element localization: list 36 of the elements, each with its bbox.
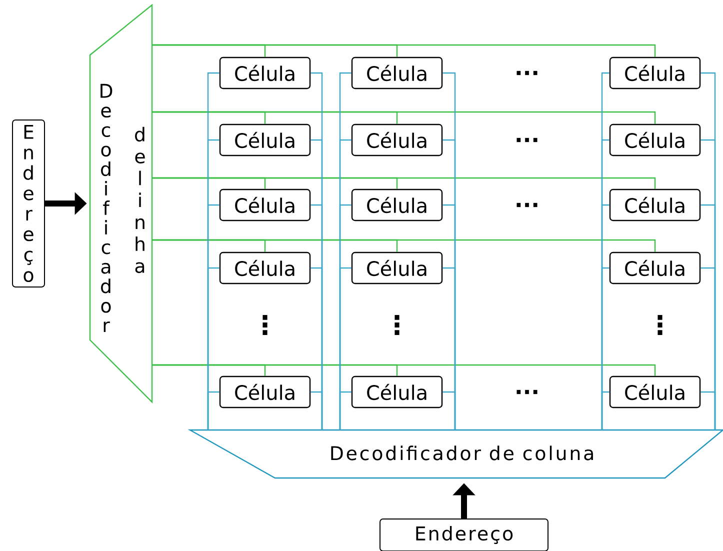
memory-cell: Célula	[609, 124, 701, 156]
memory-cell: Célula	[219, 376, 311, 408]
word-line	[152, 239, 656, 252]
memory-cell: Célula	[351, 124, 443, 156]
memory-cell: Célula	[351, 252, 443, 284]
address-box: Endereço	[12, 120, 45, 288]
ellipsis: ⋮	[262, 314, 268, 336]
ellipsis: ⋮	[394, 314, 400, 336]
row-decoder-trapezoid: Decodificador de linha	[89, 4, 153, 404]
bit-line	[601, 391, 610, 430]
bit-line	[339, 391, 352, 430]
bit-line	[700, 391, 716, 430]
word-line	[152, 44, 656, 57]
memory-cell: Célula	[609, 252, 701, 284]
memory-cell: Célula	[351, 56, 443, 90]
memory-cell: Célula	[219, 252, 311, 284]
ellipsis: ...	[516, 70, 538, 76]
address-box: Endereço	[380, 518, 548, 551]
ellipsis: ⋮	[658, 314, 662, 336]
memory-cell: Célula	[609, 188, 701, 222]
word-line	[152, 177, 656, 189]
ellipsis: ...	[516, 202, 538, 208]
memory-cell: Célula	[219, 56, 311, 90]
memory-cell: Célula	[609, 56, 701, 90]
ellipsis: ...	[516, 138, 538, 142]
memory-cell: Célula	[351, 376, 443, 408]
memory-cell: Célula	[219, 124, 311, 156]
memory-cell: Célula	[609, 376, 701, 408]
bit-line	[442, 391, 456, 430]
ellipsis: ...	[516, 390, 538, 394]
word-line	[152, 111, 656, 124]
bit-line	[207, 391, 220, 430]
bit-line	[310, 391, 323, 430]
memory-cell: Célula	[351, 188, 443, 222]
memory-cell: Célula	[219, 188, 311, 222]
word-line	[152, 364, 656, 376]
